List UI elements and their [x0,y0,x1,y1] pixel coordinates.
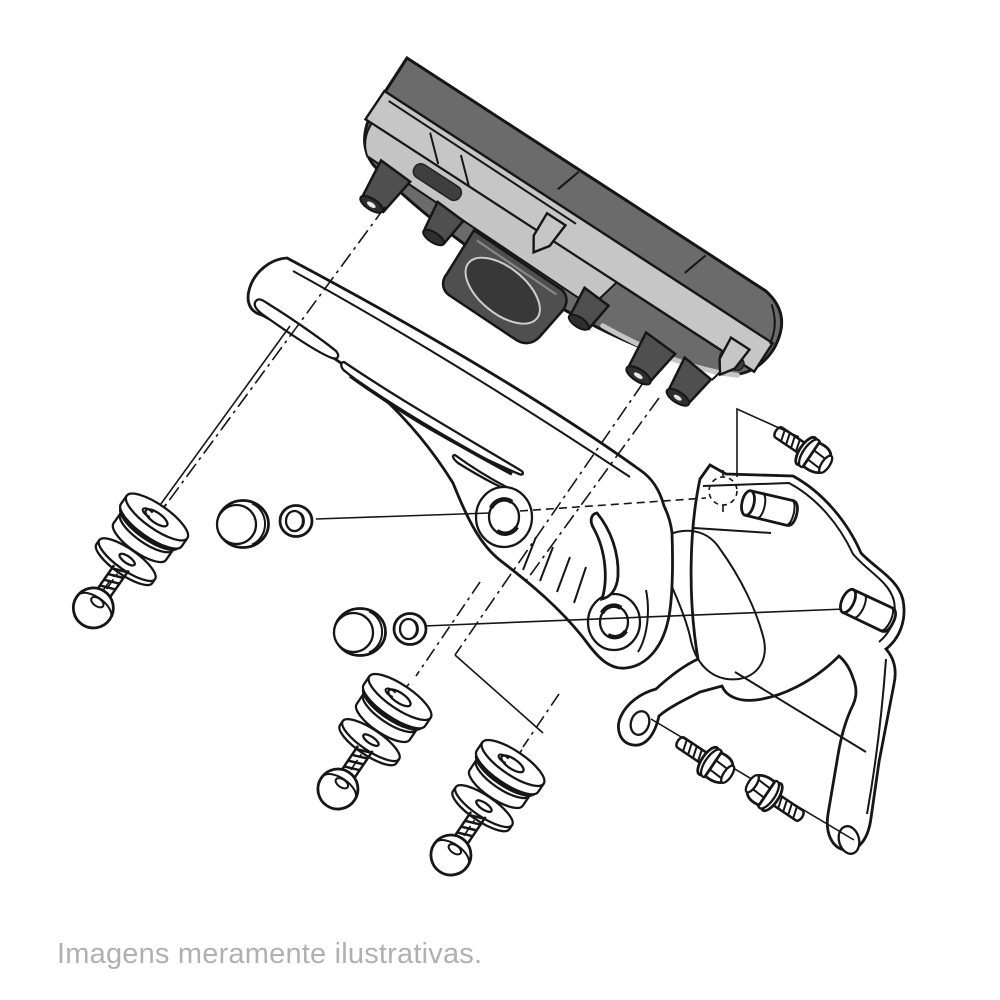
damper-cap-2 [332,607,387,657]
rear-bracket-arm-hole [629,710,651,736]
collar-2 [392,612,428,646]
caption: Imagens meramente ilustrativas. [57,938,483,970]
grommet-washer-screw-stack-3 [409,729,553,893]
flange-bolt-3 [738,766,813,832]
instrument-cluster [359,55,784,407]
grommet-washer-screw-stack-1 [51,483,197,647]
grommet-washer-screw-stack-2 [296,663,440,827]
cluster-connectors [359,158,713,407]
upper-bracket-claw [589,511,620,601]
upper-mounting-bracket [246,256,674,670]
rear-bracket-plate [617,463,906,852]
cluster-mid-band [363,89,775,374]
rear-mounting-bracket [617,463,906,855]
damper-cap-1 [215,499,270,549]
collar-1 [278,504,314,538]
